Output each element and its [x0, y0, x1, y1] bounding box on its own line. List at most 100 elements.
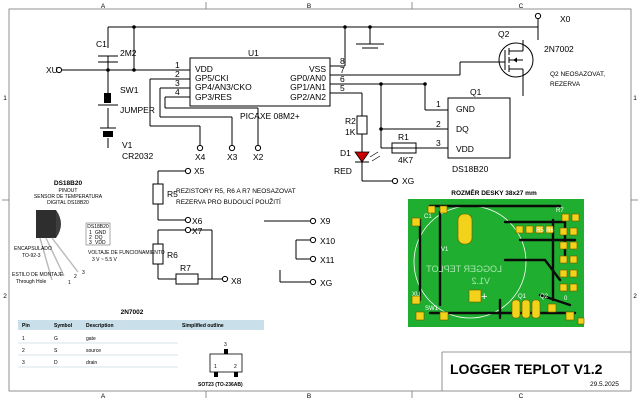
port-x9-label: X9	[320, 216, 331, 226]
ds-card-sub2: SENSOR DE TEMPERATURA	[34, 194, 103, 200]
ds-card-mount-label: ESTILO DE MONTAJE	[12, 272, 64, 278]
pcb-label-q1: Q1	[518, 294, 527, 300]
ground-symbol	[356, 43, 384, 49]
r7-ref: R7	[180, 263, 191, 273]
ds-card-sub1: PINOUT	[59, 188, 78, 194]
frame-row-1-right: 1	[633, 95, 637, 102]
resistor-r1: R1 4K7	[391, 132, 417, 165]
ds-card-volt-value: 3 V ~ 5.5 V	[92, 257, 118, 263]
ds-card-leg-1: 1	[68, 280, 71, 286]
n7002-pkg-pin1: 1	[214, 364, 217, 370]
title-block: LOGGER TEPLOT V1.2 29.5.2025	[441, 351, 631, 391]
port-x11-label: X11	[320, 255, 335, 265]
pcb-label-r5: R5	[536, 228, 544, 234]
port-x4-label: X4	[195, 152, 206, 162]
drawing-frame: A B C A B C 1 2 1 2	[2, 2, 638, 400]
n7002-title: 2N7002	[121, 309, 144, 316]
port-xg-bottom-label: XG	[320, 278, 332, 288]
pcb-label-plus: +	[481, 291, 487, 303]
ds-card-heading: DS18B20	[54, 180, 83, 187]
pcb-label-zero: 0	[564, 296, 568, 302]
resistor-note-line1: REZISTORY R5, R6 A R7 NEOSAZOVAT	[176, 188, 296, 195]
port-x3-label: X3	[227, 152, 238, 162]
frame-col-c-top: C	[519, 3, 524, 10]
pcb-title: ROZMĚR DESKY 38x27 mm	[451, 188, 537, 197]
q1-pin-2-num: 2	[436, 119, 441, 129]
n7002-head-pin: Pin	[22, 323, 30, 329]
frame-col-b-top: B	[307, 3, 311, 10]
frame-col-b-bottom: B	[307, 393, 311, 400]
u1-pin-3-num: 3	[175, 78, 180, 88]
u1-pin-4-name: GP3/RES	[195, 92, 232, 102]
pcb-label-q2: Q2	[540, 294, 549, 300]
u1-pin-8-num: 8	[340, 56, 345, 66]
ds18b20-pinout-card: DS18B20 PINOUT SENSOR DE TEMPERATURA DIG…	[12, 180, 165, 286]
ds-card-row1-name: GND	[95, 230, 107, 236]
frame-row-2-right: 2	[633, 293, 637, 300]
port-x0-label: X0	[560, 14, 571, 24]
ic-u1: U1 PICAXE 08M2+ 1 2 3 4 VDD GP5/CKI GP4/…	[170, 48, 345, 121]
pcb-label-r6: R6	[546, 228, 554, 234]
q1-pin-1-num: 1	[436, 99, 441, 109]
frame-row-2-left: 2	[3, 293, 7, 300]
port-x8-label: X8	[231, 276, 242, 286]
ds-card-row3-name: VDD	[95, 240, 106, 246]
u1-pin-7-name: GP0/AN0	[290, 73, 326, 83]
r5-ref: R5	[167, 189, 178, 199]
n7002-pkg-pin2: 2	[234, 364, 237, 370]
port-x6-label: X6	[192, 216, 203, 226]
n7002-row2-symbol: S	[54, 348, 58, 354]
u1-pin-1-num: 1	[175, 60, 180, 70]
schematic-wires	[62, 18, 539, 152]
frame-col-a-bottom: A	[101, 393, 106, 400]
c1-value: 2M2	[120, 48, 137, 58]
reserve-resistors: X5 R5 X6 X7 R6 R7 X8	[152, 166, 242, 286]
port-x0: X0	[534, 12, 571, 24]
port-xg-led-label: XG	[402, 176, 414, 186]
n7002-row1-symbol: G	[54, 336, 58, 342]
u1-pin-6-num: 6	[340, 74, 345, 84]
ds-card-sub3: DIGITAL DS18B20	[47, 200, 89, 206]
d1-ref: D1	[340, 148, 351, 158]
d1-value: RED	[334, 166, 352, 176]
sw1-value: JUMPER	[120, 105, 155, 115]
pcb-render: ROZMĚR DESKY 38x27 mm	[408, 188, 585, 327]
c1-ref: C1	[96, 39, 107, 49]
n7002-head-outline: Simplified outline	[182, 323, 224, 329]
r2-ref: R2	[345, 116, 356, 126]
u1-pin-2-num: 2	[175, 69, 180, 79]
ds-card-mount-value: Through Hole	[16, 279, 47, 285]
ds-card-enc-value: TO-92-3	[22, 253, 41, 259]
r1-ref: R1	[398, 132, 409, 142]
q1-ref: Q1	[470, 87, 482, 97]
junction-dots	[106, 25, 427, 131]
pcb-mirror-line1: LOGGER TEPLOT	[426, 264, 502, 274]
sensor-q1: Q1 GND DQ VDD 1 2 3 DS18B20	[436, 87, 511, 174]
resistor-r2: R2 1K	[345, 115, 368, 137]
q1-pin-3-num: 3	[436, 138, 441, 148]
pcb-label-r7: R7	[556, 208, 564, 214]
ds-card-leg-2: 2	[74, 274, 77, 280]
n7002-pkg-pin3: 3	[224, 342, 227, 348]
r1-value: 4K7	[398, 155, 413, 165]
u1-pin-2-name: GP5/CKI	[195, 73, 229, 83]
ds-card-row2-name: DQ	[95, 235, 103, 241]
n7002-row1-description: gate	[86, 336, 96, 342]
u1-ref: U1	[248, 48, 259, 58]
q1-pin-3-name: VDD	[456, 144, 474, 154]
pcb-label-sw1: SW1	[425, 306, 439, 312]
u1-pin-8-name: VSS	[309, 64, 326, 74]
ports-x4-x3-x2: X4 X3 X2	[195, 144, 264, 162]
n7002-row3-symbol: D	[54, 360, 58, 366]
u1-pin-5-name: GP2/AN2	[290, 92, 326, 102]
n7002-datasheet-table: 2N7002 Pin Symbol Description Simplified…	[18, 309, 264, 388]
port-x7-label: X7	[192, 226, 203, 236]
ds-card-volt-label: VOLTAJE DE FUNCIONAMIENTO	[88, 250, 165, 256]
q2-note-line2: REZERVA	[550, 81, 581, 88]
n7002-row2-pin: 2	[22, 348, 25, 354]
ds-card-enc-label: ENCAPSULADO	[14, 246, 52, 252]
frame-row-1-left: 1	[3, 95, 7, 102]
n7002-row1-pin: 1	[22, 336, 25, 342]
pcb-label-xu: XU	[412, 292, 420, 298]
